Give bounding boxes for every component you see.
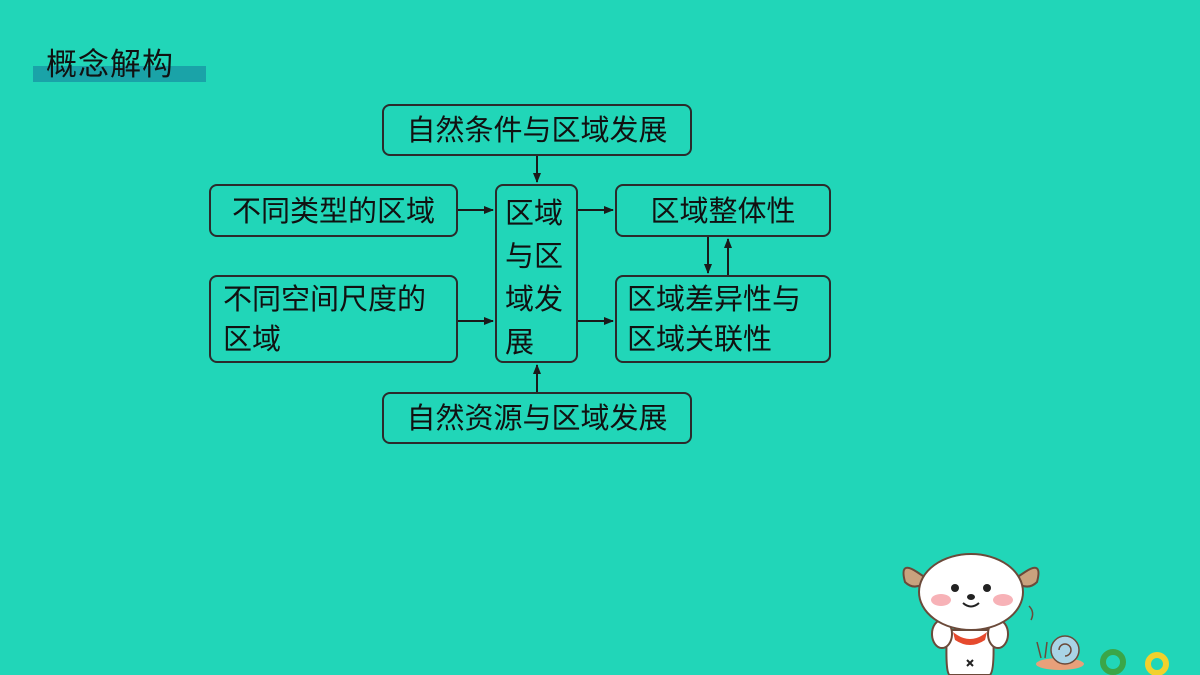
box-region-integrity: 区域整体性 [615,184,831,237]
box-region-integrity-label: 区域整体性 [650,193,796,228]
puppy-mascot-icon [902,553,1169,675]
center-line-1: 区域 [505,196,564,230]
title-underline-bar [33,66,206,82]
box-region-development: 区域 与区 域发 展 [495,184,578,363]
box-natural-resources: 自然资源与区域发展 [382,392,692,444]
center-line-2: 与区 [505,239,564,273]
box-region-difference: 区域差异性与 区域关联性 [615,275,831,363]
box-natural-resources-label: 自然资源与区域发展 [406,401,668,435]
page-title: 概念解构 [46,47,174,83]
box-region-types-label: 不同类型的区域 [231,193,435,228]
box-spatial-scales-line2: 区域 [223,322,282,356]
box-region-types: 不同类型的区域 [209,184,458,237]
box-natural-conditions-label: 自然条件与区域发展 [406,113,668,147]
box-region-difference-line1: 区域差异性与 [627,282,802,316]
box-spatial-scales: 不同空间尺度的 区域 [209,275,458,363]
center-line-3: 域发 [505,282,564,316]
box-region-difference-line2: 区域关联性 [627,322,773,356]
center-line-4: 展 [505,325,535,359]
box-natural-conditions: 自然条件与区域发展 [382,104,692,156]
box-spatial-scales-line1: 不同空间尺度的 [223,282,427,316]
